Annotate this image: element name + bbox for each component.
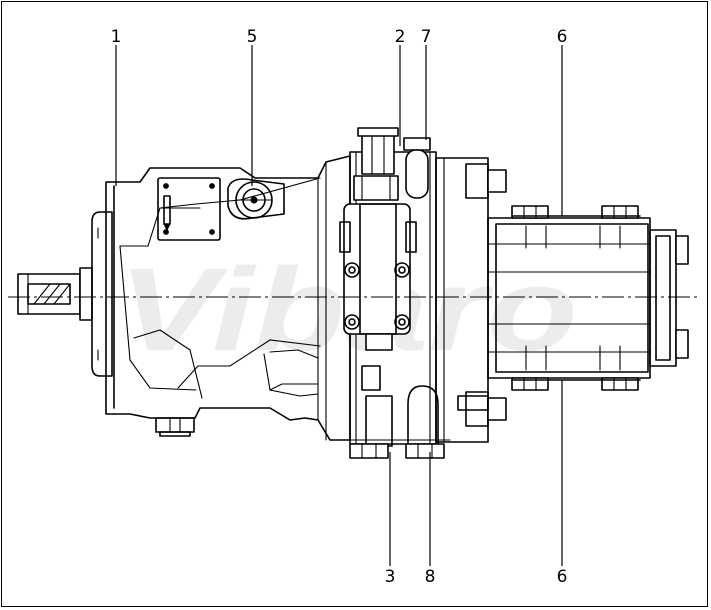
- nameplate: [157, 177, 221, 241]
- callout-8: 8: [425, 567, 436, 587]
- port-5-boss: [227, 178, 285, 220]
- mounting-flange: [91, 211, 113, 377]
- callout-3: 3: [385, 567, 396, 587]
- gear-pump: [487, 205, 689, 391]
- valve-section: [339, 127, 451, 459]
- callout-5: 5: [247, 27, 258, 47]
- callout-1: 1: [111, 27, 122, 47]
- callout-6-top: 6: [557, 27, 568, 47]
- callout-labels: 1 5 2 7 6 3 8 6: [111, 27, 568, 587]
- callout-2: 2: [395, 27, 406, 47]
- callout-7: 7: [421, 27, 432, 47]
- leader-lines: [115, 45, 563, 566]
- callout-6-bottom: 6: [557, 567, 568, 587]
- drive-shaft: [17, 267, 93, 321]
